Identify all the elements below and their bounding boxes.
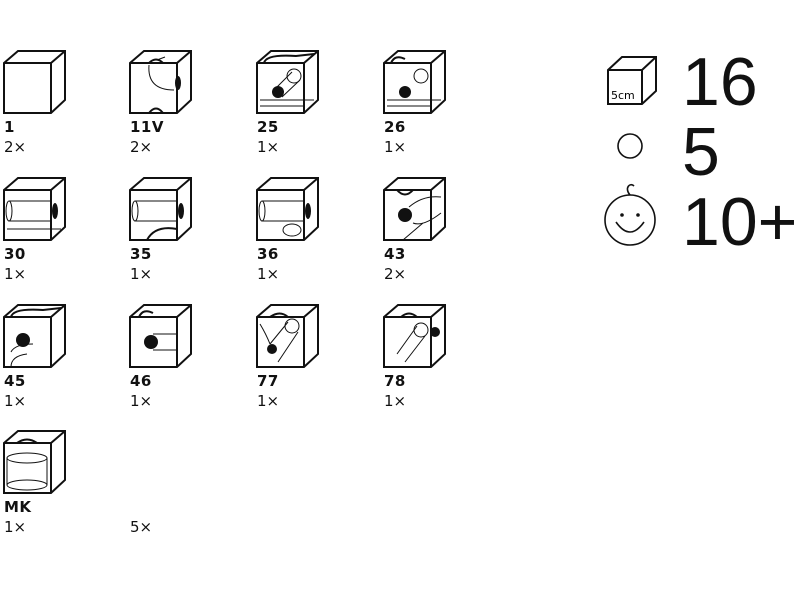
part-id: 35 xyxy=(130,245,152,263)
marble-icon xyxy=(617,133,643,159)
child-face-icon xyxy=(604,183,656,246)
part-item: 5× xyxy=(129,430,239,540)
part-quantity: 1× xyxy=(384,392,407,410)
cube-35-icon xyxy=(129,177,192,241)
age-recommendation: 10+ xyxy=(682,184,798,260)
cube-45-icon xyxy=(3,304,66,368)
part-item: 30 1× xyxy=(3,177,113,287)
marble-count-stat: 5 xyxy=(600,116,800,186)
part-item: 45 1× xyxy=(3,304,113,414)
cube-43-icon xyxy=(383,177,446,241)
svg-text:5cm: 5cm xyxy=(611,89,635,102)
cube-25-icon xyxy=(256,50,319,114)
part-item: 46 1× xyxy=(129,304,239,414)
cube-count-stat: 5cm 16 xyxy=(600,48,800,118)
part-item: 11V 2× xyxy=(129,50,239,160)
part-quantity: 1× xyxy=(4,392,27,410)
part-id: 43 xyxy=(384,245,406,263)
part-id: 25 xyxy=(257,118,279,136)
cube-11v-icon xyxy=(129,50,192,114)
part-id: 1 xyxy=(4,118,15,136)
part-quantity: 1× xyxy=(257,392,280,410)
part-id: 30 xyxy=(4,245,26,263)
part-id: 77 xyxy=(257,372,279,390)
part-quantity: 1× xyxy=(130,265,153,283)
part-quantity: 1× xyxy=(4,265,27,283)
cube-77-icon xyxy=(256,304,319,368)
part-quantity: 1× xyxy=(130,392,153,410)
part-id: 11V xyxy=(130,118,164,136)
cube-26-icon xyxy=(383,50,446,114)
cube-count: 16 xyxy=(682,44,758,120)
part-item: 77 1× xyxy=(256,304,366,414)
part-id: 78 xyxy=(384,372,406,390)
part-id: 46 xyxy=(130,372,152,390)
cube-size-icon: 5cm xyxy=(607,56,657,105)
part-quantity: 1× xyxy=(4,518,27,536)
cube-30-icon xyxy=(3,177,66,241)
part-item: MK 1× xyxy=(3,430,113,540)
plain-cube-icon xyxy=(3,50,66,114)
part-item: 25 1× xyxy=(256,50,366,160)
part-item: 26 1× xyxy=(383,50,493,160)
part-id: MK xyxy=(4,498,32,516)
part-quantity: 1× xyxy=(384,138,407,156)
marble-count: 5 xyxy=(682,114,720,190)
part-item: 78 1× xyxy=(383,304,493,414)
age-stat: 10+ xyxy=(600,182,800,256)
part-id: 36 xyxy=(257,245,279,263)
cube-mk-icon xyxy=(3,430,66,494)
part-item: 43 2× xyxy=(383,177,493,287)
part-id: 45 xyxy=(4,372,26,390)
cube-46-icon xyxy=(129,304,192,368)
part-item: 36 1× xyxy=(256,177,366,287)
part-id: 26 xyxy=(384,118,406,136)
part-quantity: 2× xyxy=(384,265,407,283)
cube-36-icon xyxy=(256,177,319,241)
part-quantity: 1× xyxy=(257,138,280,156)
part-quantity: 1× xyxy=(257,265,280,283)
cube-78-icon xyxy=(383,304,446,368)
part-item: 1 2× xyxy=(3,50,113,160)
part-quantity: 5× xyxy=(130,518,153,536)
part-quantity: 2× xyxy=(130,138,153,156)
part-quantity: 2× xyxy=(4,138,27,156)
part-item: 35 1× xyxy=(129,177,239,287)
marbles-icon xyxy=(129,430,195,496)
